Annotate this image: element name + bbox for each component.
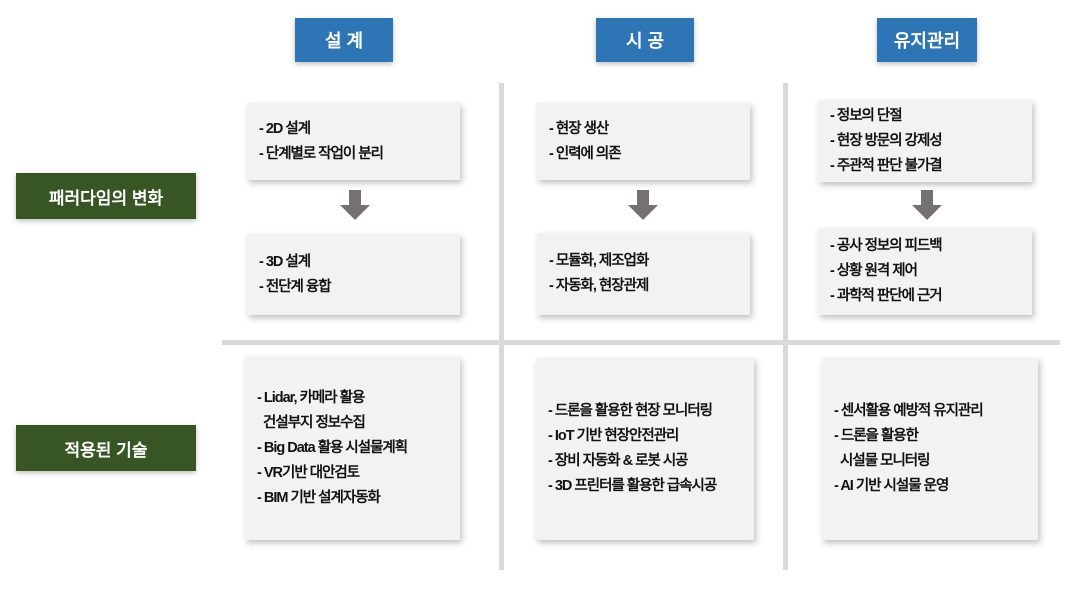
list-item: - 상황 원격 제어 — [830, 263, 918, 279]
list-item: - 단계별로 작업이 분리 — [259, 145, 384, 162]
list-item: - VR기반 대안검토 — [257, 465, 360, 481]
paradigm-before-design: - 2D 설계 - 단계별로 작업이 분리 — [247, 103, 460, 180]
list-item: - 3D 설계 — [259, 253, 311, 270]
list-item: - 모듈화, 제조업화 — [549, 253, 649, 269]
list-item: - AI 기반 시설물 운영 — [834, 478, 949, 494]
list-item: - 현장 방문의 강제성 — [830, 132, 943, 149]
list-item: - 센서활용 예방적 유지관리 — [834, 403, 984, 419]
divider-vertical-2 — [783, 83, 788, 570]
column-header-construction: 시 공 — [596, 18, 694, 62]
list-item: - 과학적 판단에 근거 — [830, 288, 943, 304]
list-item: - 공사 정보의 피드백 — [830, 238, 943, 254]
list-item: - 현장 생산 — [549, 120, 609, 137]
column-header-design: 설 계 — [295, 18, 393, 62]
list-item: - Lidar, 카메라 활용 — [257, 390, 365, 406]
list-item: - IoT 기반 현장안전관리 — [548, 428, 679, 444]
list-item: - Big Data 활용 시설물계획 — [257, 440, 408, 456]
row-label-paradigm: 패러다임의 변화 — [16, 173, 196, 219]
divider-horizontal — [222, 340, 1060, 345]
list-item: 시설물 모니터링 — [834, 453, 930, 469]
row-label-technology: 적용된 기술 — [16, 425, 196, 471]
divider-vertical-1 — [499, 83, 504, 570]
arrow-down-icon — [912, 190, 942, 220]
list-item: - 드론을 활용한 현장 모니터링 — [548, 403, 713, 419]
list-item: - 드론을 활용한 — [834, 428, 919, 444]
arrow-down-icon — [340, 190, 370, 220]
paradigm-after-design: - 3D 설계 - 전단계 융합 — [247, 234, 460, 315]
tech-construction: - 드론을 활용한 현장 모니터링 - IoT 기반 현장안전관리 - 장비 자… — [536, 358, 754, 540]
tech-design: - Lidar, 카메라 활용 건설부지 정보수집 - Big Data 활용 … — [245, 357, 460, 540]
paradigm-before-maintenance: - 정보의 단절 - 현장 방문의 강제성 - 주관적 판단 불가결 — [818, 100, 1032, 182]
list-item: - 2D 설계 — [259, 120, 311, 137]
tech-maintenance: - 센서활용 예방적 유지관리 - 드론을 활용한 시설물 모니터링 - AI … — [822, 358, 1038, 540]
arrow-down-icon — [628, 190, 658, 220]
list-item: - 주관적 판단 불가결 — [830, 157, 943, 174]
list-item: - 3D 프린터를 활용한 급속시공 — [548, 478, 717, 494]
list-item: - 정보의 단절 — [830, 107, 903, 124]
paradigm-before-construction: - 현장 생산 - 인력에 의존 — [537, 103, 750, 180]
list-item: - 전단계 융합 — [259, 278, 332, 295]
list-item: - BIM 기반 설계자동화 — [257, 490, 381, 506]
paradigm-after-maintenance: - 공사 정보의 피드백 - 상황 원격 제어 - 과학적 판단에 근거 — [818, 228, 1032, 315]
list-item: - 장비 자동화 & 로봇 시공 — [548, 453, 689, 469]
paradigm-after-construction: - 모듈화, 제조업화 - 자동화, 현장관제 — [537, 233, 750, 315]
list-item: 건설부지 정보수집 — [257, 415, 366, 431]
list-item: - 인력에 의존 — [549, 145, 622, 162]
list-item: - 자동화, 현장관제 — [549, 278, 649, 294]
column-header-maintenance: 유지관리 — [877, 18, 977, 62]
